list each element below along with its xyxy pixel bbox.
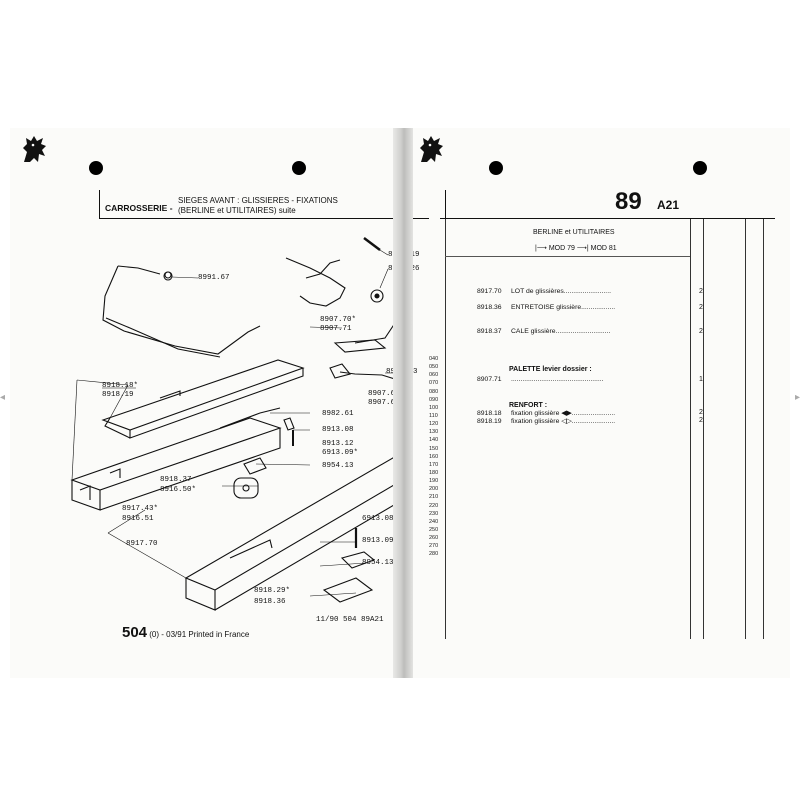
callout-8907-68: 8907.68* [368,390,405,398]
header-rule [99,218,429,219]
left-page: CARROSSERIE - SIEGES AVANT : GLISSIERES … [10,128,429,678]
list-item: 8907.71.................................… [477,376,703,383]
callout-8954-13-lower: 8954.13 [362,559,394,567]
binder-hole [489,161,503,175]
header-rule-vertical [445,190,446,218]
book-gutter [393,128,413,678]
model-range: |⟶ MOD 79 ⟶| MOD 81 [535,244,617,252]
binder-hole [89,161,103,175]
callout-8991-67: 8991.67 [198,274,230,282]
callout-8954-13-upper: 8954.13 [322,462,354,470]
group-renfort: RENFORT : [509,402,548,409]
header-rule [440,218,775,219]
column-title: BERLINE et UTILITAIRES [533,229,615,236]
print-info: (0) - 03/91 Printed in France [149,630,250,639]
header-rule-vertical [99,190,100,218]
callout-8918-19: 8918.19 [102,391,134,399]
model-number: 504 [122,624,148,641]
column-divider [745,219,746,639]
callout-8917-43: 8917.43* [122,505,159,513]
seat-rail-exploded-diagram [70,237,395,611]
callout-8913-08: 8913.08 [322,426,354,434]
column-divider [690,219,691,639]
next-page-arrow[interactable]: ▸ [788,392,800,408]
callout-8913-12: 8913.12 [322,440,354,448]
callout-8917-70: 8917.70 [126,540,158,548]
column-divider [703,219,704,639]
section-title: CARROSSERIE - [105,203,173,213]
previous-page-arrow[interactable]: ◂ [0,392,12,408]
chevron-right-icon[interactable]: ▸ [794,392,800,403]
subtitle-main: (BERLINE et UTILITAIRES) [178,206,277,215]
callout-8982-61: 8982.61 [322,410,354,418]
group-palette: PALETTE levier dossier : [509,366,592,373]
callout-8916-50: 8916.50* [160,486,197,494]
right-page: 89 A21 BERLINE et UTILITAIRES |⟶ MOD 79 … [405,128,790,678]
binder-hole [292,161,306,175]
row-rule [445,256,690,257]
binder-hole [693,161,707,175]
column-divider [445,219,446,639]
page-code: 11/90 504 89A21 [316,616,384,624]
callout-8907-71: 8907.71 [320,325,352,333]
column-divider [763,219,764,639]
callout-8907-70: 8907.70* [320,316,357,324]
arrow-start-icon: |⟶ [535,245,549,252]
subtitle-line-2: (BERLINE et UTILITAIRES) suite [178,206,296,216]
page-footer: 504 (0) - 03/91 Printed in France [122,624,249,641]
peugeot-lion-logo [23,136,46,162]
callout-8913-09: 8913.09 [362,537,394,545]
callout-6913-08: 6913.08 [362,515,394,523]
page-number: 89 [615,188,642,215]
subtitle-suffix: suite [278,206,296,215]
section-code: A21 [657,198,680,212]
callout-8918-29: 8918.29* [254,587,291,595]
callout-8907-69: 8907.69 [368,399,400,407]
callout-6913-09: 6913.09* [322,449,359,457]
catalogue-spread: CARROSSERIE - SIEGES AVANT : GLISSIERES … [10,128,790,678]
arrow-end-icon: ⟶| [576,245,591,252]
callout-8918-37: 8918.37 [160,476,192,484]
peugeot-lion-logo [420,136,443,162]
mod-from: MOD 79 [548,245,575,252]
mod-to: MOD 81 [590,245,617,252]
callout-8918-18: 8918.18* [102,382,139,390]
chevron-left-icon[interactable]: ◂ [0,392,6,403]
callout-8918-36: 8918.36 [254,598,286,606]
subtitle-line-1: SIEGES AVANT : GLISSIERES - FIXATIONS [178,196,338,205]
callout-8916-51: 8916.51 [122,515,154,523]
